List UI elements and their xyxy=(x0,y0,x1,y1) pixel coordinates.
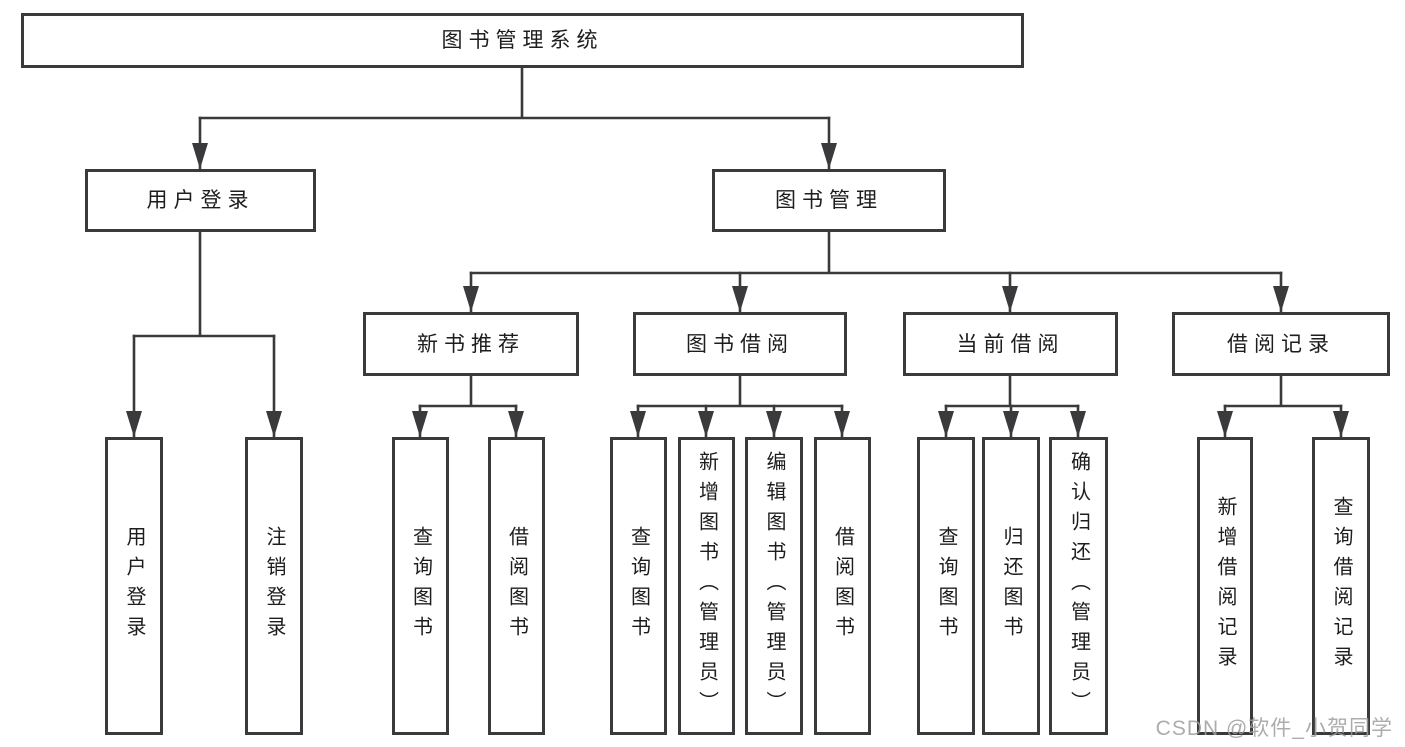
connector-borrowing-records-children xyxy=(1217,374,1349,439)
node-leaf-bb-borrow-books: 借阅图书 xyxy=(814,437,871,735)
csdn-watermark: CSDN @软件_小贺同学 xyxy=(1155,717,1393,740)
node-book-borrowing: 图书借阅 xyxy=(633,312,847,376)
node-label: 查询借阅记录 xyxy=(1330,496,1352,676)
connector-current-borrowing-children xyxy=(938,374,1086,439)
node-label: 注销登录 xyxy=(263,526,285,646)
node-label: 图书管理系统 xyxy=(441,29,604,52)
node-label: 查询图书 xyxy=(627,526,650,646)
connector-book-borrowing-children xyxy=(630,374,850,439)
node-label: 编辑图书（管理员） xyxy=(763,451,785,721)
node-book-management: 图书管理 xyxy=(712,169,946,232)
node-leaf-bb-add-books: 新增图书（管理员） xyxy=(678,437,735,735)
node-leaf-cb-query-books: 查询图书 xyxy=(917,437,975,735)
node-label: 图书借阅 xyxy=(686,332,794,356)
node-leaf-user-login: 用户登录 xyxy=(105,437,163,735)
node-label: 当前借阅 xyxy=(956,332,1065,356)
node-label: 新增图书（管理员） xyxy=(695,451,718,721)
node-label: 查询图书 xyxy=(409,526,432,646)
node-leaf-nbr-query-books: 查询图书 xyxy=(392,437,449,735)
node-leaf-cb-confirm-return: 确认归还（管理员） xyxy=(1049,437,1108,735)
connector-new-book-recommend-children xyxy=(412,374,524,439)
node-leaf-cb-return-books: 归还图书 xyxy=(982,437,1040,735)
node-leaf-nbr-borrow-books: 借阅图书 xyxy=(488,437,545,735)
node-new-book-recommend: 新书推荐 xyxy=(363,312,579,376)
node-label: 用户登录 xyxy=(146,189,255,212)
node-label: 归还图书 xyxy=(1000,526,1022,646)
node-label: 借阅图书 xyxy=(831,526,854,646)
node-label: 新增借阅记录 xyxy=(1214,496,1236,676)
connector-book-management-children xyxy=(463,230,1289,314)
connector-root-to-level2 xyxy=(192,66,837,171)
node-user-login: 用户登录 xyxy=(85,169,316,232)
node-leaf-br-query-record: 查询借阅记录 xyxy=(1312,437,1370,735)
connector-user-login-children xyxy=(126,230,282,439)
node-label: 新书推荐 xyxy=(417,332,525,356)
node-label: 查询图书 xyxy=(935,526,957,646)
node-leaf-bb-query-books: 查询图书 xyxy=(610,437,667,735)
node-label: 用户登录 xyxy=(123,526,145,646)
node-label: 确认归还（管理员） xyxy=(1067,451,1090,721)
node-book-management-system: 图书管理系统 xyxy=(21,13,1024,68)
node-leaf-bb-edit-books: 编辑图书（管理员） xyxy=(745,437,803,735)
node-label: 图书管理 xyxy=(775,189,883,212)
node-borrowing-records: 借阅记录 xyxy=(1172,312,1390,376)
node-current-borrowing: 当前借阅 xyxy=(903,312,1118,376)
node-label: 借阅图书 xyxy=(505,526,528,646)
node-leaf-br-add-record: 新增借阅记录 xyxy=(1197,437,1253,735)
node-leaf-logout: 注销登录 xyxy=(245,437,303,735)
node-label: 借阅记录 xyxy=(1227,332,1335,356)
